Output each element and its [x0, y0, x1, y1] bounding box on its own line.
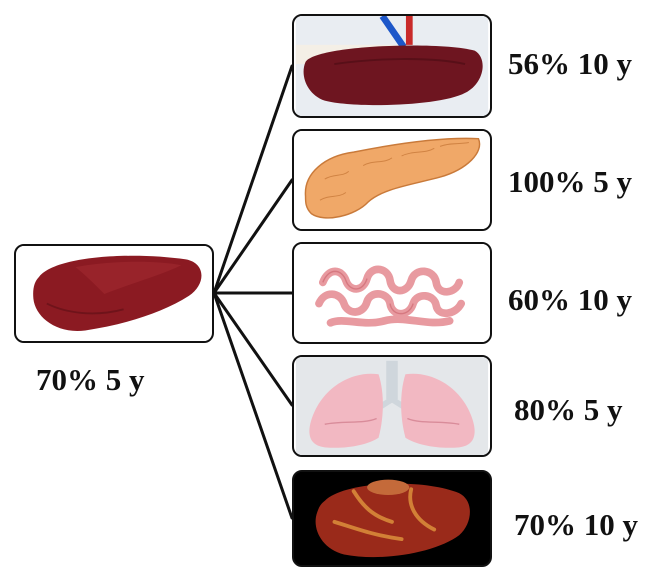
pancreas-icon	[294, 131, 490, 229]
connector-heart	[214, 293, 292, 518]
intestine-icon	[294, 244, 490, 342]
connector-lungs	[214, 293, 292, 405]
lungs-image-box	[292, 355, 492, 457]
intestine-image-box	[292, 242, 492, 344]
kidney-label: 56% 10 y	[508, 48, 632, 79]
lungs-label: 80% 5 y	[514, 394, 623, 425]
liver-label: 70% 5 y	[36, 364, 145, 395]
connector-kidney	[214, 66, 292, 293]
heart-label: 70% 10 y	[514, 509, 638, 540]
pancreas-label: 100% 5 y	[508, 166, 632, 197]
liver-icon	[16, 246, 212, 341]
intestine-label: 60% 10 y	[508, 284, 632, 315]
heart-image-box	[292, 470, 492, 567]
heart-icon	[294, 472, 490, 565]
lungs-icon	[294, 357, 490, 455]
connector-pancreas	[214, 180, 292, 293]
pancreas-image-box	[292, 129, 492, 231]
kidney-image-box	[292, 14, 492, 118]
liver-image-box	[14, 244, 214, 343]
kidney-icon	[294, 16, 490, 116]
